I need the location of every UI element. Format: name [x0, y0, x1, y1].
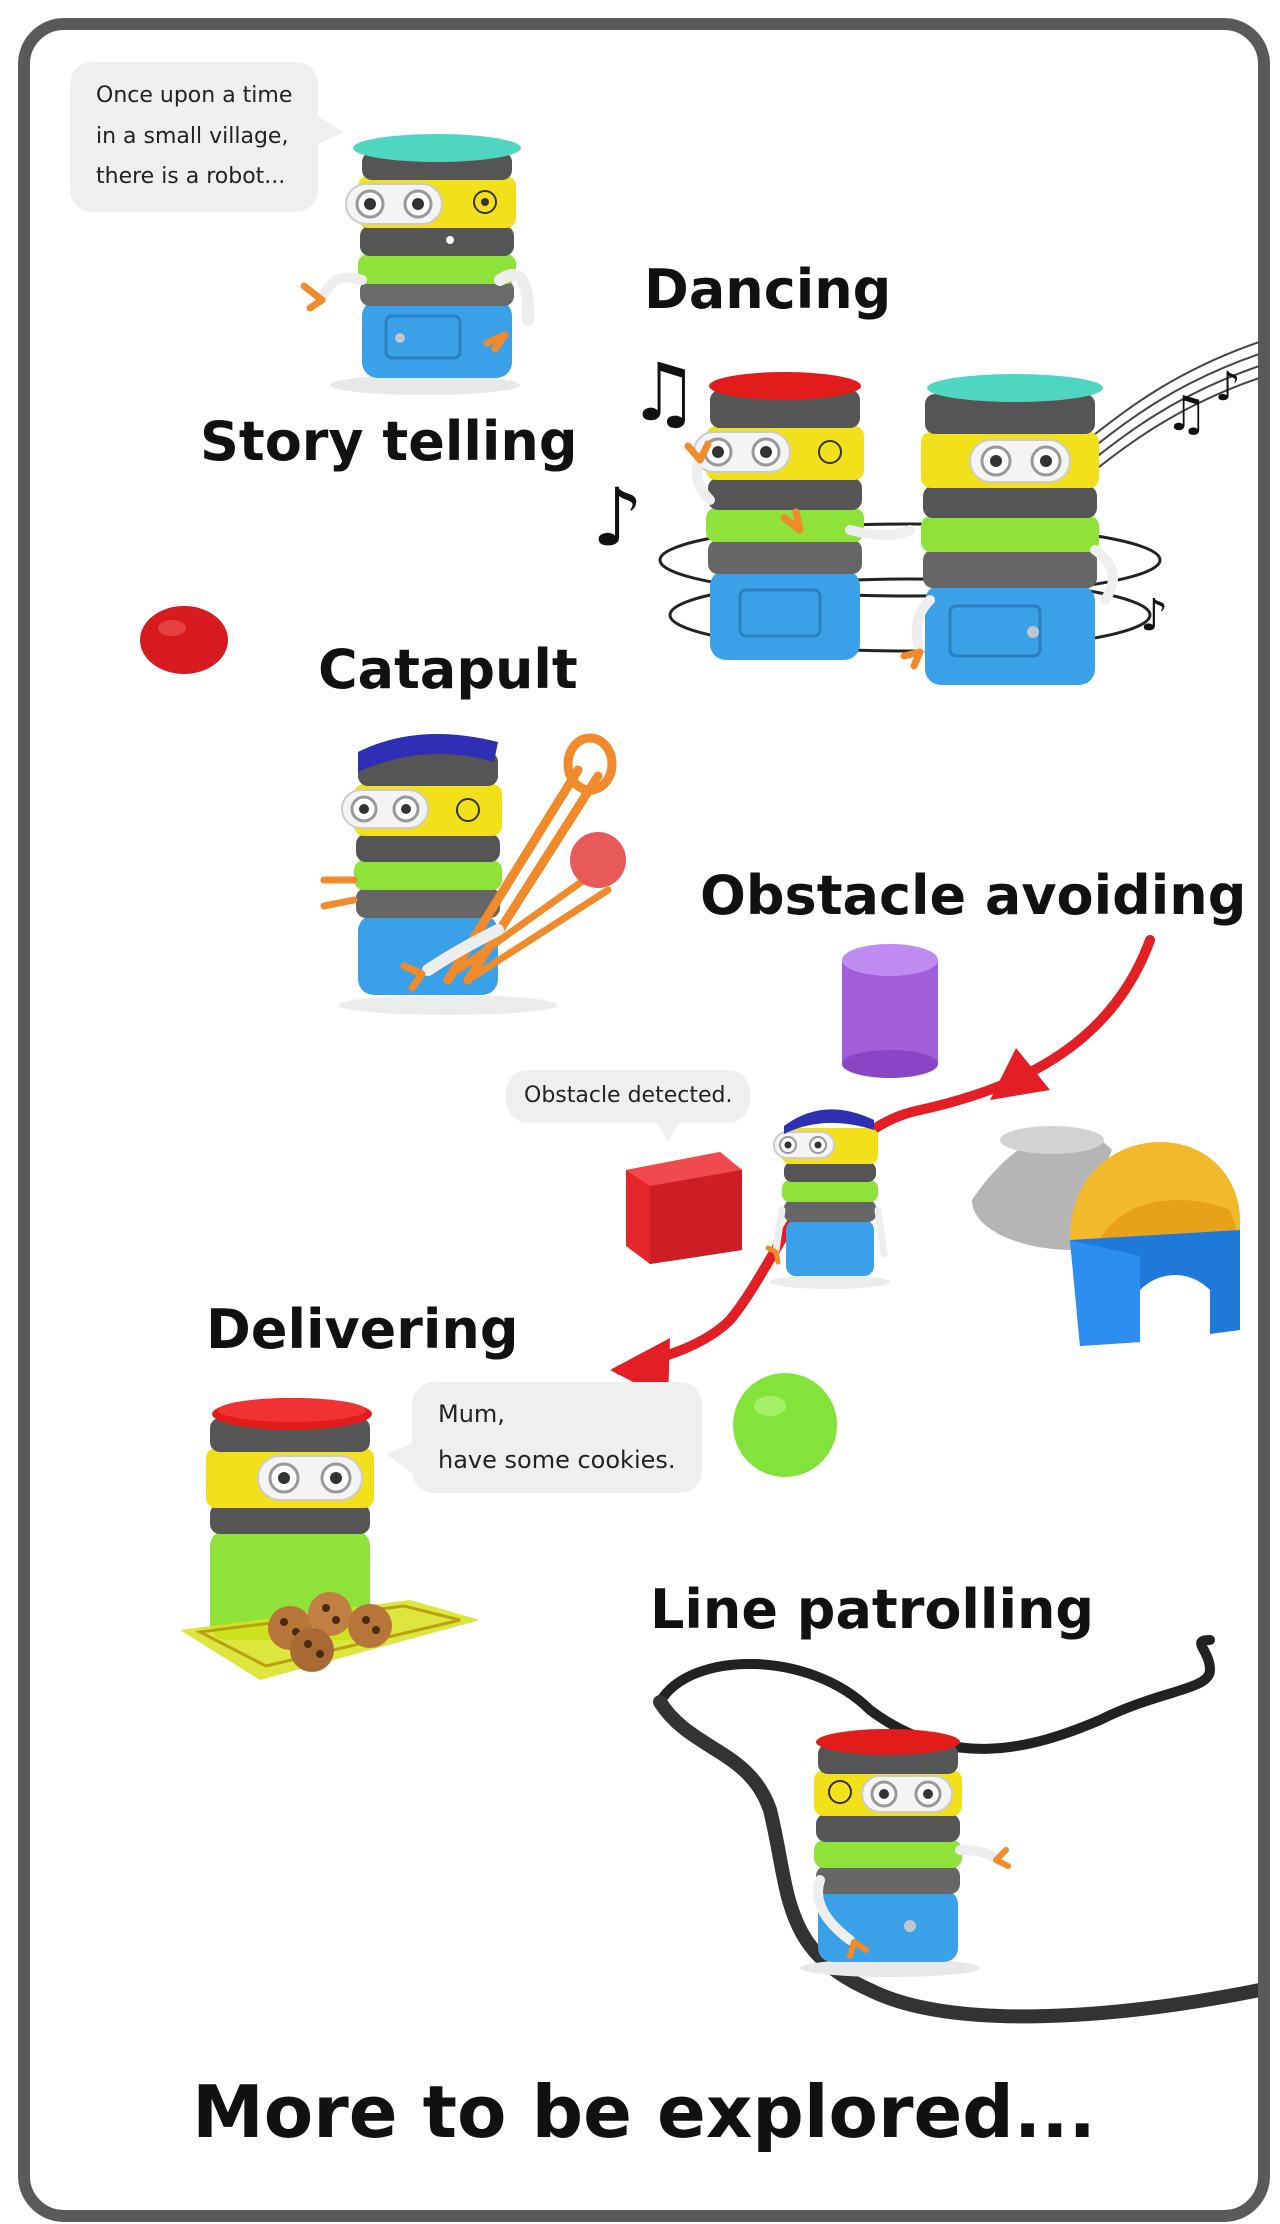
delivering-robot [180, 1398, 480, 1680]
poster-frame: Once upon a time in a small village, the… [18, 18, 1270, 2222]
music-note-icon: ♪ [1140, 590, 1168, 641]
music-note-icon: ♫ [628, 346, 700, 439]
svg-text:♪: ♪ [1215, 364, 1241, 410]
patrol-robot [800, 1729, 1011, 1977]
catapult-title: Catapult [318, 638, 578, 701]
svg-text:♪: ♪ [592, 471, 643, 564]
dancing-title: Dancing [644, 258, 892, 321]
svg-text:♪: ♪ [1140, 590, 1168, 641]
purple-cylinder-obstacle [842, 944, 938, 1078]
music-note-icon: ♪ [592, 471, 643, 564]
line-patrolling-title: Line patrolling [650, 1578, 1095, 1641]
footer-tagline: More to be explored... [192, 2070, 1096, 2154]
obstacle-speech-bubble: Obstacle detected. [506, 1070, 751, 1141]
obstacle-avoiding-title: Obstacle avoiding [700, 864, 1247, 927]
flying-red-ball [140, 606, 228, 674]
delivering-speech-line-2: have some cookies. [438, 1445, 676, 1474]
catapult-robot [320, 733, 626, 1015]
dancing-robots [658, 372, 1162, 685]
green-ball [733, 1373, 837, 1477]
svg-text:♫: ♫ [1165, 386, 1208, 442]
poster-stage: Once upon a time in a small village, the… [30, 30, 1258, 2210]
obstacle-robot [765, 1109, 890, 1289]
story-speech-line-3: there is a robot... [96, 164, 286, 190]
patrol-track-line [653, 1635, 1258, 2024]
obstacle-speech-text: Obstacle detected. [524, 1083, 733, 1108]
red-block-obstacle [626, 1152, 742, 1264]
story-telling-title: Story telling [200, 410, 578, 473]
delivering-speech-line-1: Mum, [438, 1400, 505, 1428]
svg-text:♫: ♫ [628, 346, 700, 439]
story-speech-line-1: Once upon a time [96, 83, 293, 108]
delivering-title: Delivering [206, 1298, 519, 1361]
arch-block-obstacle [1070, 1142, 1240, 1346]
delivering-speech-bubble: Mum, have some cookies. [386, 1382, 702, 1494]
story-speech-bubble: Once upon a time in a small village, the… [70, 62, 345, 213]
story-speech-line-2: in a small village, [96, 123, 289, 149]
story-telling-robot [300, 134, 535, 395]
